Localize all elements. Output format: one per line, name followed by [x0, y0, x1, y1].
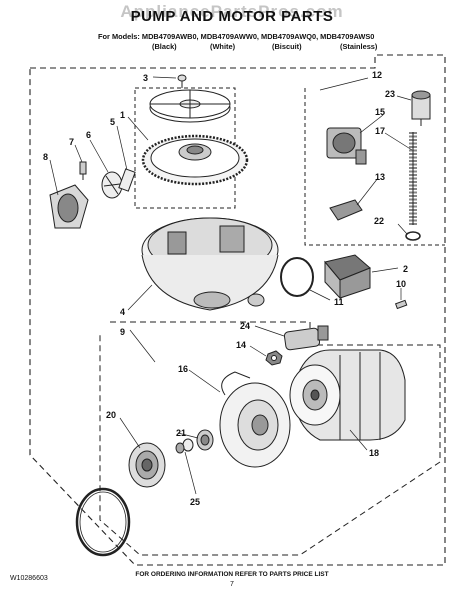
variant-white: (White)	[210, 42, 236, 51]
filter-box	[134, 87, 236, 209]
callout-10: 10	[396, 279, 406, 289]
part-15	[326, 127, 367, 165]
callout-7: 7	[69, 137, 74, 147]
callout-24: 24	[240, 321, 250, 331]
callout-21: 21	[176, 428, 186, 438]
callout-23: 23	[385, 89, 395, 99]
part-gasket	[280, 257, 314, 297]
callout-12: 12	[372, 70, 382, 80]
part-10	[394, 299, 408, 310]
motor-boundary	[99, 321, 441, 556]
variant-black: (Black)	[152, 42, 177, 51]
callout-1: 1	[120, 110, 125, 120]
variant-biscuit: (Biscuit)	[272, 42, 302, 51]
part-cover-block	[324, 254, 371, 300]
callout-20: 20	[106, 410, 116, 420]
page-title: PUMP AND MOTOR PARTS	[130, 8, 334, 25]
part-impeller	[101, 171, 123, 199]
callout-4: 4	[120, 307, 125, 317]
callout-25: 25	[190, 497, 200, 507]
models-line: For Models: MDB4709AWB0, MDB4709AWW0, MD…	[98, 32, 375, 41]
callout-16: 16	[178, 364, 188, 374]
leader-lines	[49, 76, 413, 495]
part-24	[283, 325, 329, 351]
part-23	[411, 90, 431, 126]
part-8	[49, 184, 89, 229]
part-seal	[175, 429, 214, 454]
part-20	[128, 442, 166, 488]
page-number: 7	[230, 581, 234, 588]
callout-18: 18	[369, 448, 379, 458]
part-bracket	[329, 199, 363, 221]
part-cover	[149, 89, 231, 123]
part-nut	[265, 350, 283, 366]
callout-17: 17	[375, 126, 385, 136]
callout-6: 6	[86, 130, 91, 140]
part-pump-housing	[219, 371, 291, 468]
part-o-ring	[75, 487, 131, 557]
document-number: W10286603	[10, 575, 48, 582]
callout-22: 22	[374, 216, 384, 226]
callout-2: 2	[403, 264, 408, 274]
part-7	[79, 161, 87, 180]
callout-14: 14	[236, 340, 246, 350]
part-screw	[177, 74, 187, 88]
callout-15: 15	[375, 107, 385, 117]
part-5	[118, 168, 136, 192]
part-motor	[289, 349, 406, 441]
callout-13: 13	[375, 172, 385, 182]
callout-8: 8	[43, 152, 48, 162]
callout-9: 9	[120, 327, 125, 337]
part-gear-wheel	[141, 134, 249, 186]
part-sump	[141, 217, 279, 311]
part-clamp	[405, 231, 421, 241]
callout-3: 3	[143, 73, 148, 83]
callout-11: 11	[334, 297, 344, 307]
callout-5: 5	[110, 117, 115, 127]
ordering-info: FOR ORDERING INFORMATION REFER TO PARTS …	[135, 571, 329, 578]
variant-stainless: (Stainless)	[340, 42, 378, 51]
outer-boundary	[29, 54, 446, 566]
watermark: AppliancePartsPros.com	[120, 2, 344, 21]
